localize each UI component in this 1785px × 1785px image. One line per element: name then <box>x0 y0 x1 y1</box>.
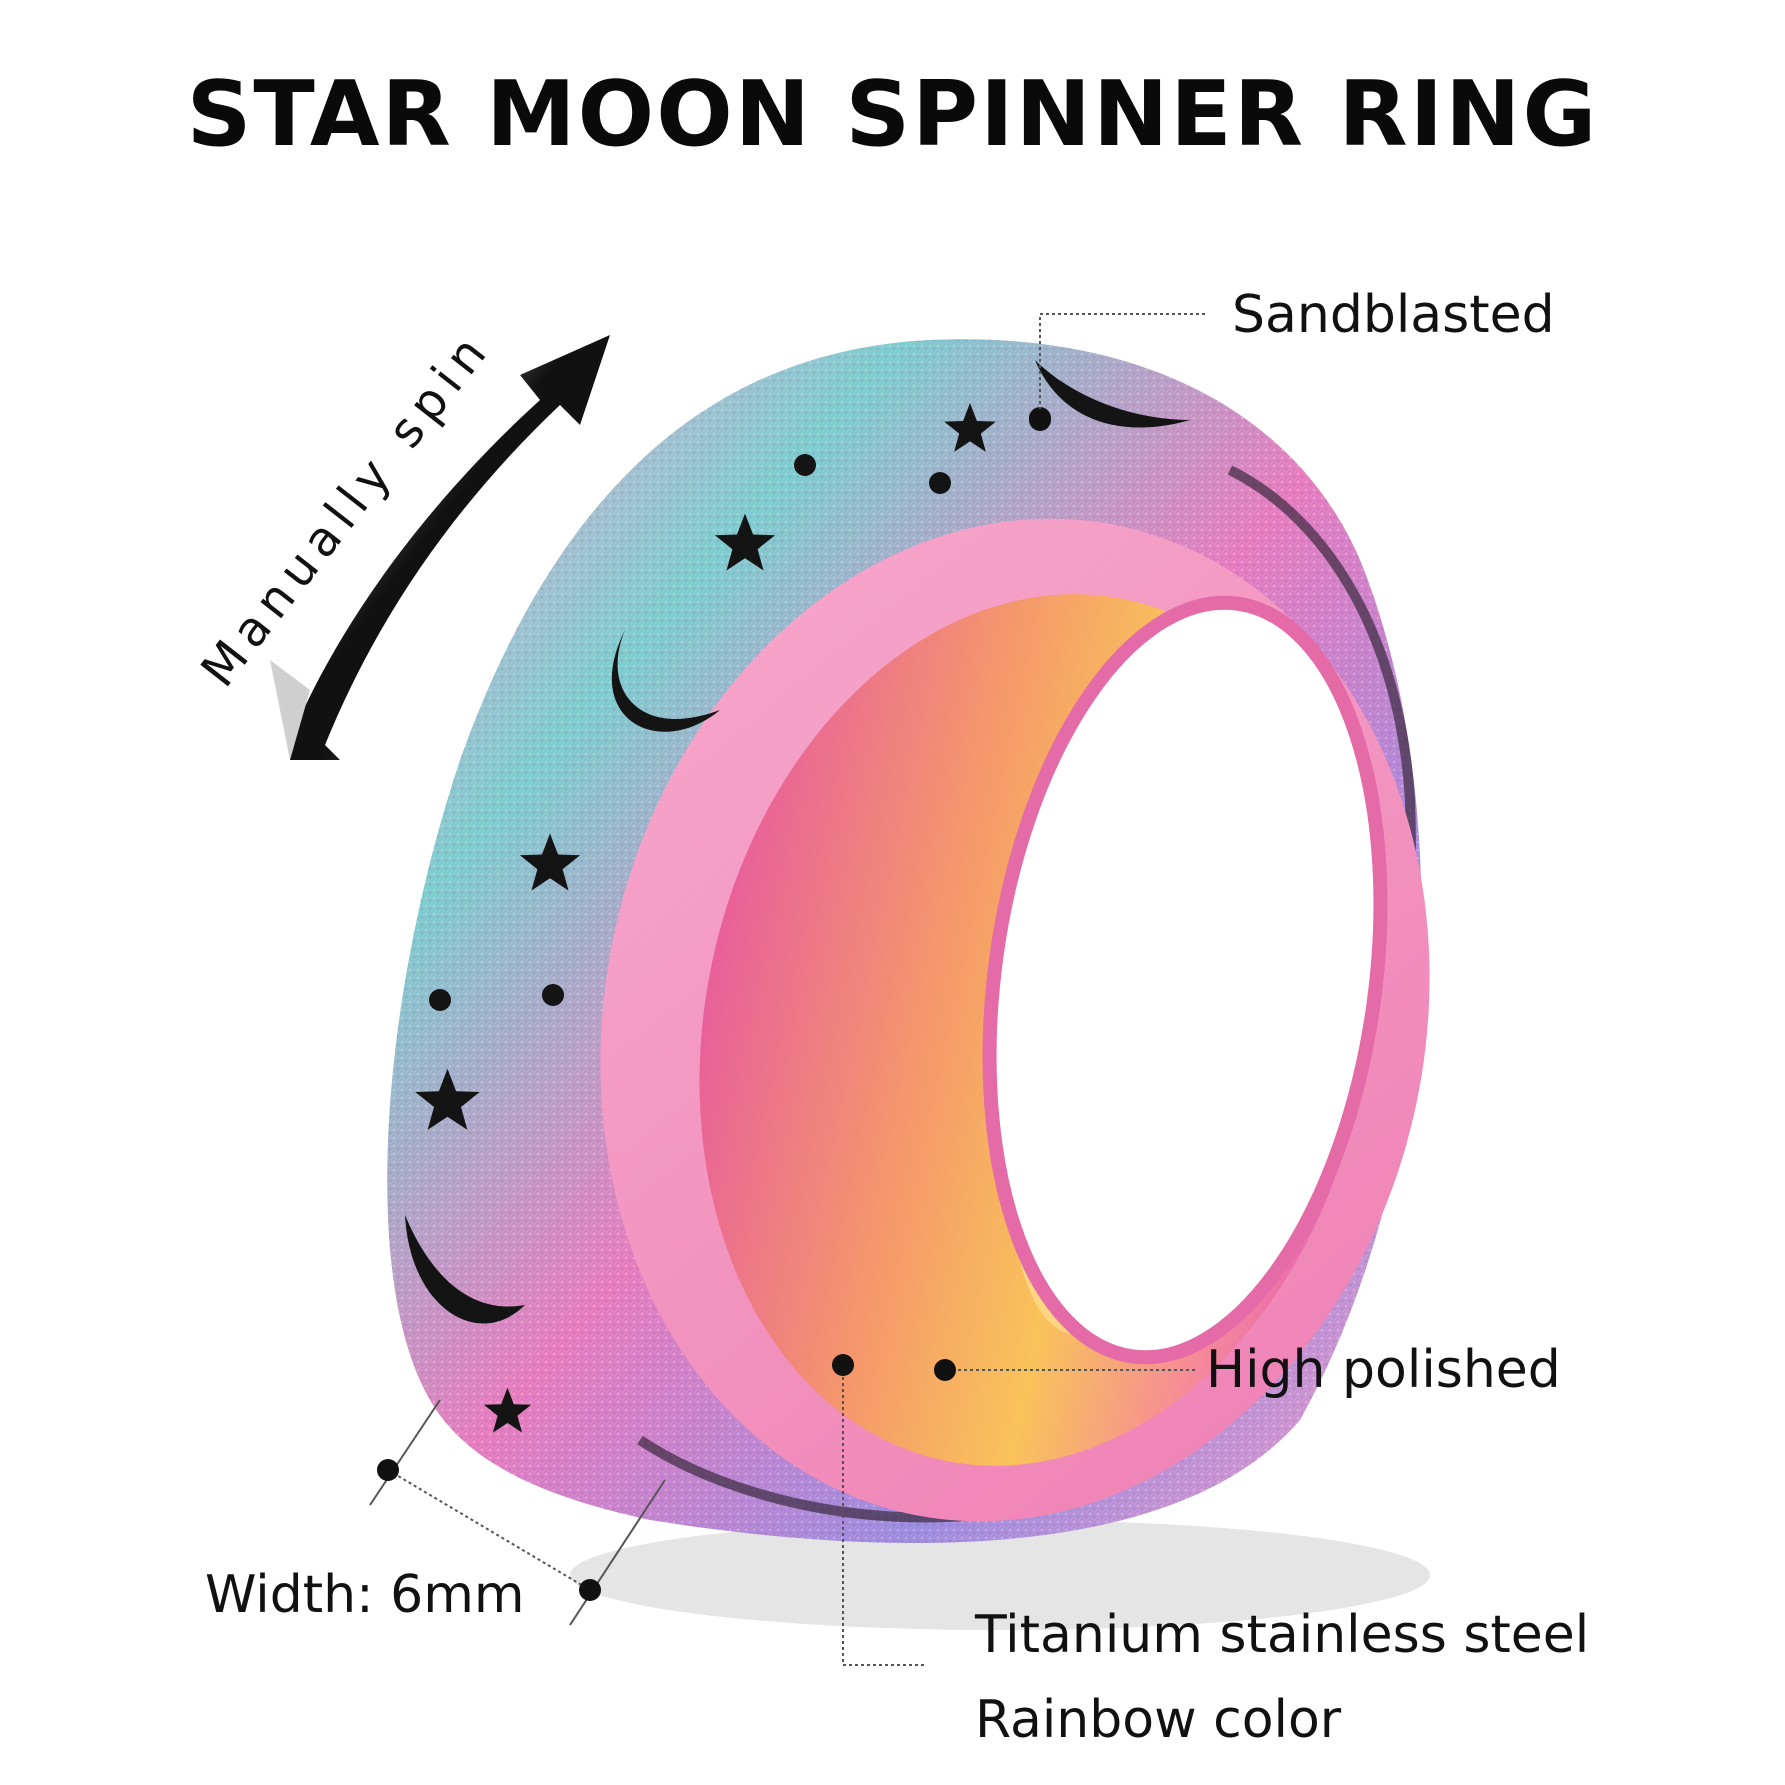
ring-shadow <box>570 1520 1430 1630</box>
page-title: STAR MOON SPINNER RING <box>186 62 1599 167</box>
callout-width <box>369 1399 666 1626</box>
spin-arrow-head-icon <box>270 660 310 760</box>
label-width: Width: 6mm <box>205 1565 525 1625</box>
label-material: Titanium stainless steel <box>975 1605 1590 1665</box>
callout-sandblasted <box>1029 313 1205 431</box>
dot-icon <box>429 989 451 1011</box>
label-high-polished: High polished <box>1206 1340 1561 1400</box>
label-sandblasted: Sandblasted <box>1232 285 1555 345</box>
moon-icon <box>1035 360 1190 428</box>
spin-arrow-icon <box>290 335 610 760</box>
callout-high-polished <box>934 1359 1195 1381</box>
dot-icon <box>929 472 951 494</box>
label-color: Rainbow color <box>975 1690 1342 1750</box>
ring-inner-lip <box>982 595 1388 1365</box>
ring-opening <box>989 602 1381 1358</box>
dot-icon <box>542 984 564 1006</box>
moon-icon <box>405 1215 525 1324</box>
callout-material <box>832 1354 925 1666</box>
dot-icon <box>794 454 816 476</box>
